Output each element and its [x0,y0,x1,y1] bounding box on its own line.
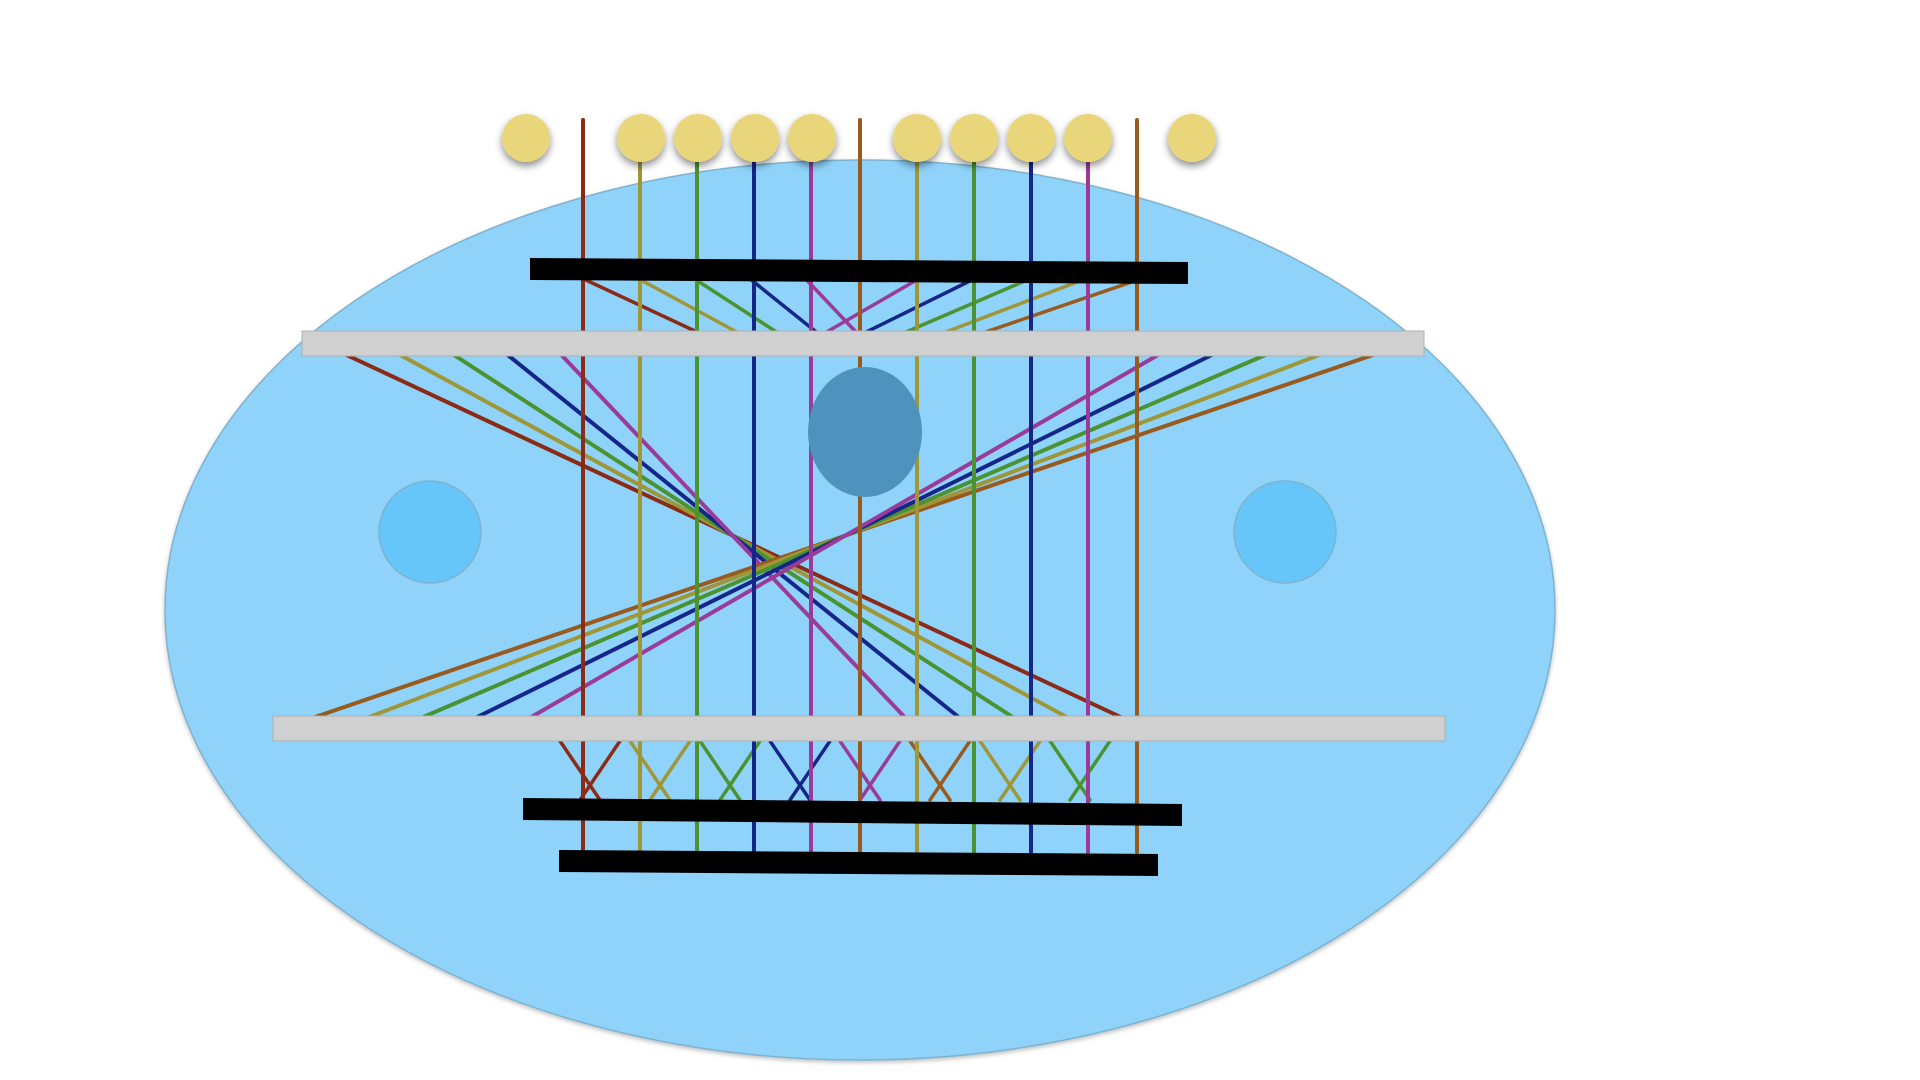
tuning-peg-7[interactable] [950,114,998,162]
lower-stub-b-olive-6[interactable] [998,739,1042,802]
lower-stub-green-2[interactable] [698,739,742,802]
lower-stub-red-0[interactable] [558,739,602,802]
lower-stub-b-purple-4[interactable] [858,739,902,802]
lower-stub-green-7[interactable] [1048,739,1092,802]
tuning-peg-2[interactable] [617,114,665,162]
crossing-string-right-purple[interactable] [512,342,1179,729]
lower-stub-blue-3[interactable] [768,739,812,802]
left-side-knob[interactable] [378,480,482,584]
tuning-pegs [502,114,1216,162]
middle-bottom-bar[interactable] [523,798,1182,826]
lower-stub-b-olive-1[interactable] [648,739,692,802]
tuning-peg-10[interactable] [1168,114,1216,162]
tuning-peg-9[interactable] [1064,114,1112,162]
lower-stub-olive-1[interactable] [628,739,672,802]
crossing-strings [284,272,1407,802]
right-side-knob[interactable] [1233,480,1337,584]
crossing-string-left-purple[interactable] [549,342,916,729]
tuning-peg-4[interactable] [731,114,779,162]
lower-stub-b-red-0[interactable] [578,739,622,802]
upper-bridge[interactable] [301,330,1425,357]
lower-stub-olive-6[interactable] [978,739,1022,802]
tuning-peg-5[interactable] [788,114,836,162]
lower-stub-b-brown-5[interactable] [928,739,972,802]
tuning-peg-3[interactable] [674,114,722,162]
lowest-bar[interactable] [559,850,1158,876]
top-bar[interactable] [530,258,1188,284]
tuning-peg-1[interactable] [502,114,550,162]
tuning-peg-6[interactable] [893,114,941,162]
lower-bridge[interactable] [272,715,1446,742]
tuning-peg-8[interactable] [1007,114,1055,162]
center-hub[interactable] [808,367,922,497]
